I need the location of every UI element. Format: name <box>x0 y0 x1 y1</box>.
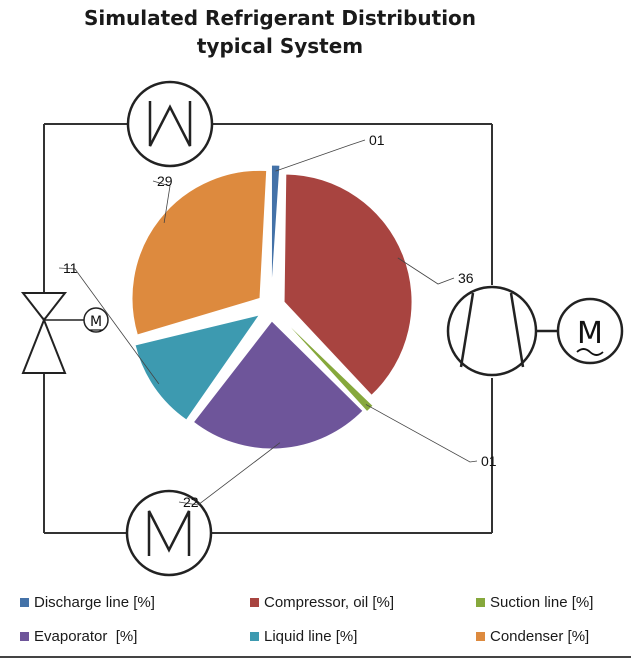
pie-slice-2 <box>280 316 374 413</box>
legend-item-4: Liquid line [%] <box>250 628 357 645</box>
leader-line-1 <box>397 257 455 285</box>
evaporator-symbol <box>125 489 213 577</box>
refrigeration-diagram: M M 01 36 01 22 11 29 <box>20 80 624 577</box>
pie-labels: 01 36 01 22 11 29 <box>58 132 497 510</box>
pie-chart <box>131 164 413 450</box>
legend-swatch <box>20 632 29 641</box>
legend-item-0: Discharge line [%] <box>20 594 155 611</box>
legend-label: Liquid line [%] <box>264 628 358 645</box>
leader-line-5 <box>152 180 171 223</box>
legend-item-1: Compressor, oil [%] <box>250 594 394 611</box>
motor-large-label: M <box>577 316 603 351</box>
legend-item-2: Suction line [%] <box>476 594 593 611</box>
data-label-3: 22 <box>183 494 199 510</box>
leader-line-4 <box>58 267 160 385</box>
compressor-symbol <box>446 285 557 377</box>
legend-swatch <box>250 598 259 607</box>
ac-wave-icon <box>576 348 604 356</box>
data-label-2: 01 <box>481 453 497 469</box>
piping-loop <box>43 123 493 534</box>
condenser-symbol <box>126 80 214 168</box>
motor-small-label: M <box>90 314 102 330</box>
leader-line-0 <box>275 139 366 172</box>
data-label-4: 11 <box>63 260 78 276</box>
legend-swatch <box>250 632 259 641</box>
pie-slice-4 <box>134 314 261 421</box>
data-label-5: 29 <box>157 173 173 189</box>
motor-small-icon <box>83 307 109 333</box>
data-label-1: 36 <box>458 270 474 286</box>
legend-item-3: Evaporator [%] <box>20 628 137 645</box>
legend-item-5: Condenser [%] <box>476 628 589 645</box>
leader-line-2 <box>365 404 478 463</box>
leader-line-3 <box>178 442 281 506</box>
title-line-1: Simulated Refrigerant Distribution <box>83 6 477 30</box>
legend-swatch <box>476 598 485 607</box>
legend-label: Discharge line [%] <box>34 594 155 611</box>
motor-large-icon: M <box>556 297 624 365</box>
legend: Discharge line [%] Compressor, oil [%] Suc… <box>0 586 631 656</box>
legend-label: Condenser [%] <box>490 628 590 645</box>
pie-slice-0 <box>270 164 281 294</box>
pie-slice-5 <box>131 169 268 336</box>
legend-swatch <box>476 632 485 641</box>
pie-slice-3 <box>192 320 364 450</box>
legend-label: Compressor, oil [%] <box>264 594 395 611</box>
title-line-2: typical System <box>196 34 364 58</box>
legend-swatch <box>20 598 29 607</box>
pie-slice-1 <box>283 173 413 397</box>
expansion-valve-symbol: M <box>20 292 109 374</box>
bottom-divider <box>0 656 631 658</box>
chart-title: Simulated Refrigerant Distribution typic… <box>0 4 560 60</box>
data-label-0: 01 <box>369 132 385 148</box>
legend-label: Suction line [%] <box>490 594 594 611</box>
legend-label: Evaporator [%] <box>34 628 138 645</box>
